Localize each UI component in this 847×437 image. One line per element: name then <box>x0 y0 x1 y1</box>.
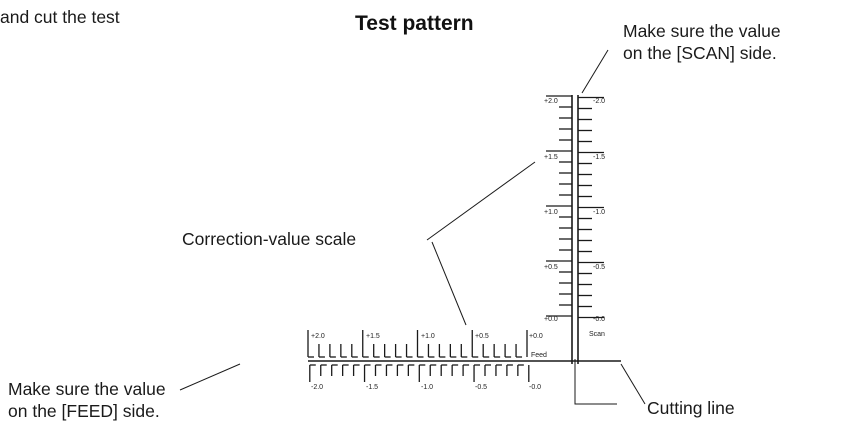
feed-side-note: Make sure the value on the [FEED] side. <box>8 378 166 422</box>
scale-leader-feed <box>431 241 467 326</box>
correction-scale-label: Correction-value scale <box>182 229 357 249</box>
scan-label-left-2-0: +2.0 <box>544 98 558 105</box>
scan-note-line1: Make sure the value <box>623 21 781 41</box>
feed-axis-label: Feed <box>531 352 547 359</box>
feed-label-bottom-2-0: -2.0 <box>311 384 323 391</box>
feed-label-top-1-5: +1.5 <box>366 333 380 340</box>
scan-note-leader <box>581 49 609 94</box>
diagram-title: Test pattern <box>355 12 474 35</box>
feed-label-bottom-0-5: -0.5 <box>475 384 487 391</box>
scan-axis-label: Scan <box>589 331 605 338</box>
feed-label-top-1-0: +1.0 <box>421 333 435 340</box>
scan-label-left-0-0: +0.0 <box>544 316 558 323</box>
scan-label-right-2-0: -2.0 <box>593 98 605 105</box>
scan-label-left-1-0: +1.0 <box>544 209 558 216</box>
cutting-leader <box>620 363 646 405</box>
feed-label-top-0-5: +0.5 <box>475 333 489 340</box>
scan-label-right-1-5: -1.5 <box>593 154 605 161</box>
feed-label-top-2-0: +2.0 <box>311 333 325 340</box>
scan-label-right-0-0: -0.0 <box>593 316 605 323</box>
feed-label-top-0-0: +0.0 <box>529 333 543 340</box>
feed-label-bottom-0-0: -0.0 <box>529 384 541 391</box>
scan-label-right-1-0: -1.0 <box>593 209 605 216</box>
scan-note-line2: on the [SCAN] side. <box>623 43 777 63</box>
scan-label-right-0-5: -0.5 <box>593 264 605 271</box>
scan-label-left-1-5: +1.5 <box>544 154 558 161</box>
feed-note-line2: on the [FEED] side. <box>8 401 160 421</box>
scale-leader-scan <box>426 161 536 241</box>
scan-label-left-0-5: +0.5 <box>544 264 558 271</box>
feed-label-bottom-1-0: -1.0 <box>421 384 433 391</box>
cutting-line-label: Cutting line <box>647 398 735 418</box>
scan-side-note: Make sure the value on the [SCAN] side. <box>623 20 781 64</box>
feed-note-leader <box>179 363 241 391</box>
feed-note-line1: Make sure the value <box>8 379 166 399</box>
cutting-line-bracket <box>574 359 617 405</box>
cut-instruction-text: and cut the test <box>0 7 120 27</box>
feed-label-bottom-1-5: -1.5 <box>366 384 378 391</box>
